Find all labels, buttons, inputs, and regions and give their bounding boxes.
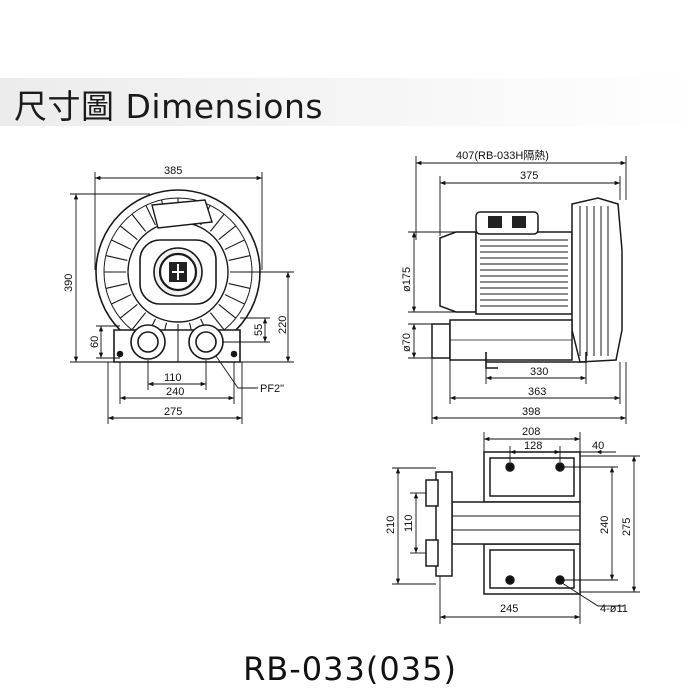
dim-height-outlet: 220 (277, 316, 289, 334)
center-body (451, 501, 581, 545)
fin-line (119, 303, 138, 319)
fin-line (224, 294, 245, 305)
fin-line (111, 294, 132, 305)
port-right (188, 324, 224, 360)
blower-casing-side (571, 197, 623, 363)
motor-body (475, 231, 573, 315)
cooling-fins (104, 198, 252, 346)
dim-length-insulated: 407(RB-033H隔熱) (456, 149, 549, 162)
dim-hole-offset: 40 (592, 440, 604, 452)
model-label: RB-033(035) (243, 650, 457, 688)
fin-line (224, 239, 245, 250)
page-title: 尺寸圖 Dimensions (14, 87, 324, 126)
fin-line (131, 213, 147, 232)
foot-plate-bottom (483, 543, 581, 595)
title-band (0, 78, 700, 126)
inlet-pipe (431, 323, 451, 359)
fin-line (111, 239, 132, 250)
dim-mount-holes: 4-ø11 (600, 603, 628, 615)
terminal-box-side (475, 211, 539, 235)
dim-height-left-inner: 110 (403, 514, 415, 532)
fin-line (218, 303, 237, 319)
dim-base-inner: 240 (166, 386, 184, 398)
fin-line (145, 205, 156, 226)
dim-port-diameter: ø70 (401, 333, 413, 352)
side-view (431, 197, 623, 369)
mount-hole (505, 575, 515, 585)
fin-line (105, 283, 128, 290)
dim-height-overall: 390 (63, 274, 75, 292)
fin-line (209, 213, 225, 232)
side-view-dimensions (408, 156, 627, 424)
dim-width-bottom: 245 (500, 603, 518, 615)
dim-base-len-3: 398 (522, 406, 540, 418)
dim-width-overall: 385 (164, 165, 182, 177)
bottom-view (425, 451, 581, 595)
foot-plate-top (483, 451, 581, 503)
front-view-dimensions (70, 172, 294, 424)
bottom-view-dimensions (392, 432, 640, 624)
dim-port-thread: PF2" (260, 383, 284, 395)
fin-line (218, 225, 237, 241)
dim-hole-spacing: 128 (524, 440, 542, 452)
mount-hole (505, 462, 515, 472)
dim-length-body: 375 (520, 170, 538, 182)
dim-height-left-outer: 210 (385, 516, 397, 534)
fin-line (228, 283, 251, 290)
dim-height-right-outer: 275 (621, 518, 633, 536)
terminal-box (151, 199, 213, 229)
dim-base-len-2: 363 (528, 386, 546, 398)
port-flange (435, 471, 453, 577)
motor-end-cap (439, 231, 477, 313)
fin-line (131, 312, 147, 331)
fin-line (105, 254, 128, 261)
fin-line (119, 225, 138, 241)
fin-line (228, 254, 251, 261)
fin-line (209, 312, 225, 331)
dim-height-ports: 55 (253, 324, 265, 336)
dim-base-outer: 275 (164, 406, 182, 418)
front-view (95, 189, 261, 363)
dim-height-right-inner: 240 (599, 516, 611, 534)
port-left (130, 324, 166, 360)
dim-motor-diameter: ø175 (401, 267, 413, 292)
dim-port-spacing: 110 (164, 372, 182, 384)
dim-width-top: 208 (522, 426, 540, 438)
dim-base-len-1: 330 (530, 366, 548, 378)
dim-port-height: 60 (89, 336, 101, 348)
